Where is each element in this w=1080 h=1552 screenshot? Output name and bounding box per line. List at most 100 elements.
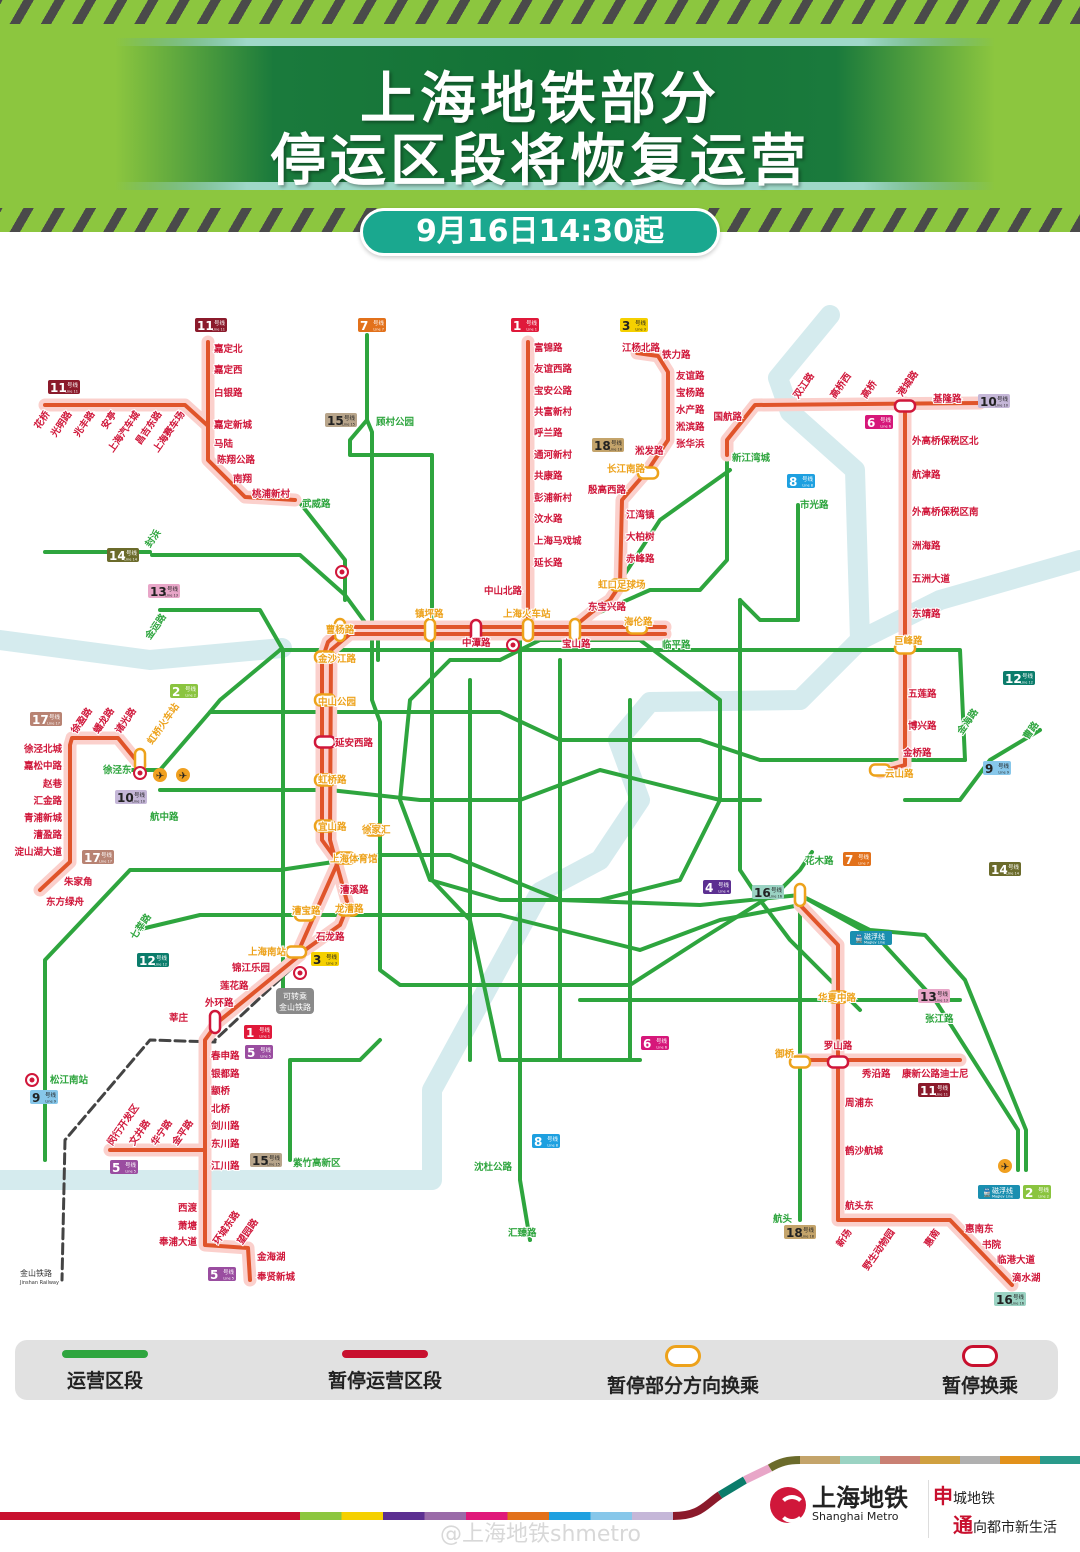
line-badge-english: Line 18: [609, 448, 622, 452]
station-label: 上海火车站: [503, 608, 551, 620]
station-label: 惠南东: [965, 1223, 994, 1235]
operating-line-segment: [518, 638, 532, 1242]
line-badge-english: Line 16: [1011, 1302, 1024, 1306]
suspended-line-swatch: [342, 1350, 428, 1358]
station-label: 赵巷: [42, 778, 63, 790]
line-badge-english: Line 9: [45, 1100, 56, 1104]
line-badge-suffix: 号线: [126, 549, 138, 557]
station-label: 华宁路: [149, 1117, 175, 1148]
station-label: 延长路: [533, 557, 563, 569]
legend-label: 暂停运营区段: [327, 1370, 442, 1392]
station-label: 陈翔公路: [217, 454, 256, 466]
suspended-line-segment: [206, 340, 297, 502]
station-label: 临平路: [662, 639, 691, 651]
line-badge-suffix: 号线: [998, 762, 1010, 770]
line-badge-suffix: 号线: [125, 1161, 137, 1169]
station-label: 金海路: [954, 706, 981, 737]
station-label: 共富新村: [534, 406, 573, 418]
station-label: 中山北路: [484, 585, 523, 597]
suspended-line-segment: [303, 632, 352, 952]
line-badge: [358, 318, 386, 332]
line-badge-number: 17: [84, 851, 101, 865]
operating-line-swatch: [62, 1350, 148, 1358]
operating-line-segment: [135, 903, 802, 952]
station-label: 蟠龙路: [91, 705, 117, 736]
line-badge: [641, 1036, 669, 1050]
line-badge-number: 14: [991, 863, 1008, 877]
river: [850, 550, 1080, 650]
line-badge-suffix: 号线: [1013, 1293, 1025, 1301]
station-label: 上海马戏城: [534, 535, 582, 547]
station-label: 罗山路: [824, 1040, 853, 1052]
station-label: 淞发路: [635, 445, 664, 457]
line-badge-suffix: 号线: [326, 953, 338, 961]
station-label: 莲花路: [220, 980, 249, 992]
station-label: 金沙江路: [317, 653, 357, 665]
stripe-segment: [300, 1512, 342, 1520]
line-badge: [110, 1160, 138, 1174]
line-badge: [1023, 1185, 1051, 1199]
suspended-line-segment: [203, 953, 302, 1282]
line-badge: [325, 413, 357, 427]
line-badge-number: 1: [513, 319, 521, 333]
line-badge: [592, 438, 624, 452]
jinshan-transfer-note-box: [276, 988, 314, 1014]
operating-line-segment: [158, 768, 762, 802]
station-label: 中潭路: [462, 637, 491, 649]
jinshan-transfer-note: 金山铁路: [279, 1002, 311, 1012]
line-badge-english: Line 11: [935, 1093, 948, 1097]
railway-station-icon-dot: [137, 770, 143, 776]
station-label: 五洲大道: [912, 573, 951, 585]
line-badge-suffix: 号线: [67, 381, 79, 389]
line-badge-number: 10: [980, 395, 997, 409]
hazard-stripes-top: [0, 0, 1080, 24]
line-badge-number: 18: [786, 1226, 803, 1240]
line-badge-suffix: 号线: [1022, 672, 1034, 680]
line-badge-suffix: 号线: [269, 1154, 281, 1162]
station-label: 松江南站: [50, 1074, 89, 1086]
station-label: 金桥路: [902, 747, 932, 759]
line-badge: [620, 318, 648, 332]
line-badge-english: Line 4: [718, 890, 729, 894]
maglev-train-icon: 🚆: [854, 933, 864, 943]
station-label: 东靖路: [912, 608, 941, 620]
station-label: 莘庄: [169, 1012, 189, 1024]
line-badge-number: 9: [985, 762, 993, 776]
line-badge: [250, 1153, 282, 1167]
line-badge: [30, 712, 62, 726]
line-badge-english: Line 11: [65, 390, 78, 394]
station-label: 淞滨路: [676, 421, 705, 433]
no-transfer-marker: [893, 399, 917, 413]
line-badge-number: 1: [246, 1026, 254, 1040]
suspended-line-segment: [38, 736, 142, 892]
stripe-segment: [466, 1512, 508, 1520]
railway-station-icon-dot: [510, 642, 516, 648]
line-badge-number: 16: [996, 1293, 1013, 1307]
partial-transfer-marker: [521, 617, 535, 643]
line-badge-number: 5: [112, 1161, 120, 1175]
partial-transfer-marker: [363, 823, 387, 837]
no-transfer-marker: [826, 1055, 850, 1069]
partial-transfer-marker: [313, 693, 337, 707]
station-label: 南翔: [233, 473, 253, 485]
station-label: 市光路: [800, 499, 829, 511]
jinshan-label-en: Jinshan Railway: [19, 1280, 59, 1286]
station-label: 友谊路: [675, 370, 705, 382]
station-label: 安亭: [99, 408, 120, 431]
station-label: 嘉定新城: [213, 419, 253, 431]
line-badge-suffix: 号线: [185, 685, 197, 693]
station-label: 航中路: [150, 811, 179, 823]
station-label: 周浦东: [845, 1097, 874, 1109]
line-badge: [115, 790, 147, 804]
line-badge: [752, 885, 784, 899]
station-label: 曹杨路: [326, 624, 355, 636]
station-label: 东方绿舟: [46, 896, 85, 908]
station-label: 上海体育馆: [330, 853, 378, 865]
line-badge-english: Line 12: [1020, 681, 1033, 685]
line-badge-number: 16: [754, 886, 771, 900]
operating-line-segment: [298, 501, 347, 602]
station-label: 华夏中路: [818, 992, 857, 1004]
station-label: 徐泾北城: [23, 743, 63, 755]
station-label: 徐泾东: [102, 764, 132, 776]
station-label: 徐家汇: [361, 824, 391, 836]
